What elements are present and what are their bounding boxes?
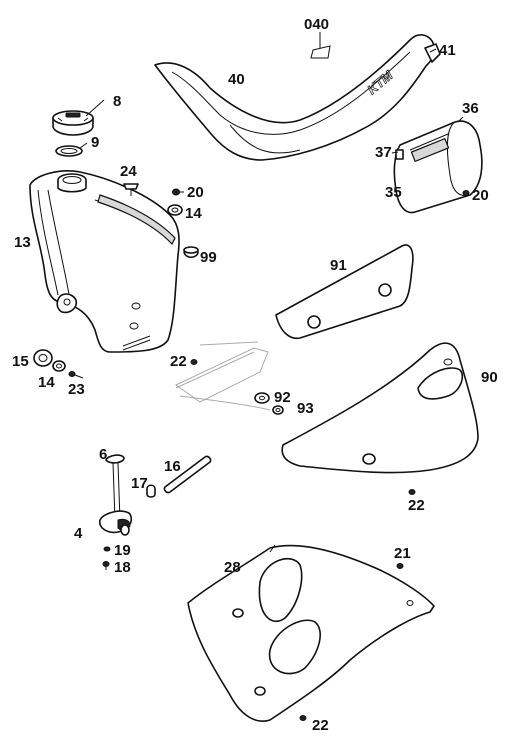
callout-14-upper: 14 bbox=[185, 205, 202, 222]
screw-18 bbox=[102, 561, 110, 570]
grommet-93 bbox=[272, 405, 284, 415]
callout-35: 35 bbox=[385, 184, 402, 201]
rubber-plug-99 bbox=[183, 246, 199, 259]
callout-23: 23 bbox=[68, 381, 85, 398]
bushing-14-upper bbox=[167, 204, 183, 216]
fuel-cap-gasket bbox=[55, 145, 83, 157]
washer-19 bbox=[103, 546, 111, 552]
callout-37: 37 bbox=[375, 144, 392, 161]
callout-16: 16 bbox=[164, 458, 181, 475]
callout-4: 4 bbox=[74, 525, 83, 542]
callout-8: 8 bbox=[113, 93, 121, 110]
bolt-23 bbox=[68, 371, 84, 379]
hose-clamp-17 bbox=[146, 484, 156, 498]
callout-040: 040 bbox=[304, 16, 329, 33]
leader-lines bbox=[79, 32, 464, 154]
radiator-spoiler-28 bbox=[187, 544, 435, 722]
callout-9: 9 bbox=[91, 134, 99, 151]
ghost-panel-outline bbox=[175, 341, 271, 411]
callout-90: 90 bbox=[481, 369, 498, 386]
callout-15: 15 bbox=[12, 353, 29, 370]
callout-93: 93 bbox=[297, 400, 314, 417]
side-cover-90 bbox=[281, 342, 479, 474]
rubber-mount-15 bbox=[33, 349, 53, 367]
callout-22-mid: 22 bbox=[170, 353, 187, 370]
washer-92 bbox=[254, 392, 270, 404]
fuel-hose bbox=[163, 455, 212, 494]
callout-21: 21 bbox=[394, 545, 411, 562]
side-panel-91 bbox=[275, 244, 414, 340]
tool-bag bbox=[393, 120, 483, 214]
callout-24: 24 bbox=[120, 163, 137, 180]
fuel-cap bbox=[52, 110, 94, 136]
callout-99: 99 bbox=[200, 249, 217, 266]
fuel-tank bbox=[29, 170, 180, 353]
callout-22-bottom: 22 bbox=[312, 717, 329, 734]
callout-6: 6 bbox=[99, 446, 107, 463]
seat: KTM bbox=[154, 34, 441, 161]
callout-28: 28 bbox=[224, 559, 241, 576]
bushing-14-lower bbox=[52, 360, 66, 372]
callout-91: 91 bbox=[330, 257, 347, 274]
callout-17: 17 bbox=[131, 475, 148, 492]
callout-14-lower: 14 bbox=[38, 374, 55, 391]
callout-41: 41 bbox=[439, 42, 456, 59]
callout-13: 13 bbox=[14, 234, 31, 251]
screw-22-cover bbox=[408, 489, 416, 495]
callout-19: 19 bbox=[114, 542, 131, 559]
screw-22-bottom bbox=[299, 715, 307, 721]
vent-nipple bbox=[123, 183, 139, 196]
callout-labels: 040 41 40 8 9 36 37 35 20 20 24 14 13 99… bbox=[12, 16, 498, 734]
screw-20-bag bbox=[462, 190, 470, 196]
callout-20-bag: 20 bbox=[472, 187, 489, 204]
fuel-petcock bbox=[98, 454, 133, 536]
screw-22-mid bbox=[190, 359, 198, 365]
callout-92: 92 bbox=[274, 389, 291, 406]
callout-20-tank: 20 bbox=[187, 184, 204, 201]
callout-36: 36 bbox=[462, 100, 479, 117]
callout-22-cover: 22 bbox=[408, 497, 425, 514]
callout-40: 40 bbox=[228, 71, 245, 88]
screw-20-upper bbox=[172, 188, 184, 196]
callout-18: 18 bbox=[114, 559, 131, 576]
screw-21 bbox=[396, 563, 404, 569]
